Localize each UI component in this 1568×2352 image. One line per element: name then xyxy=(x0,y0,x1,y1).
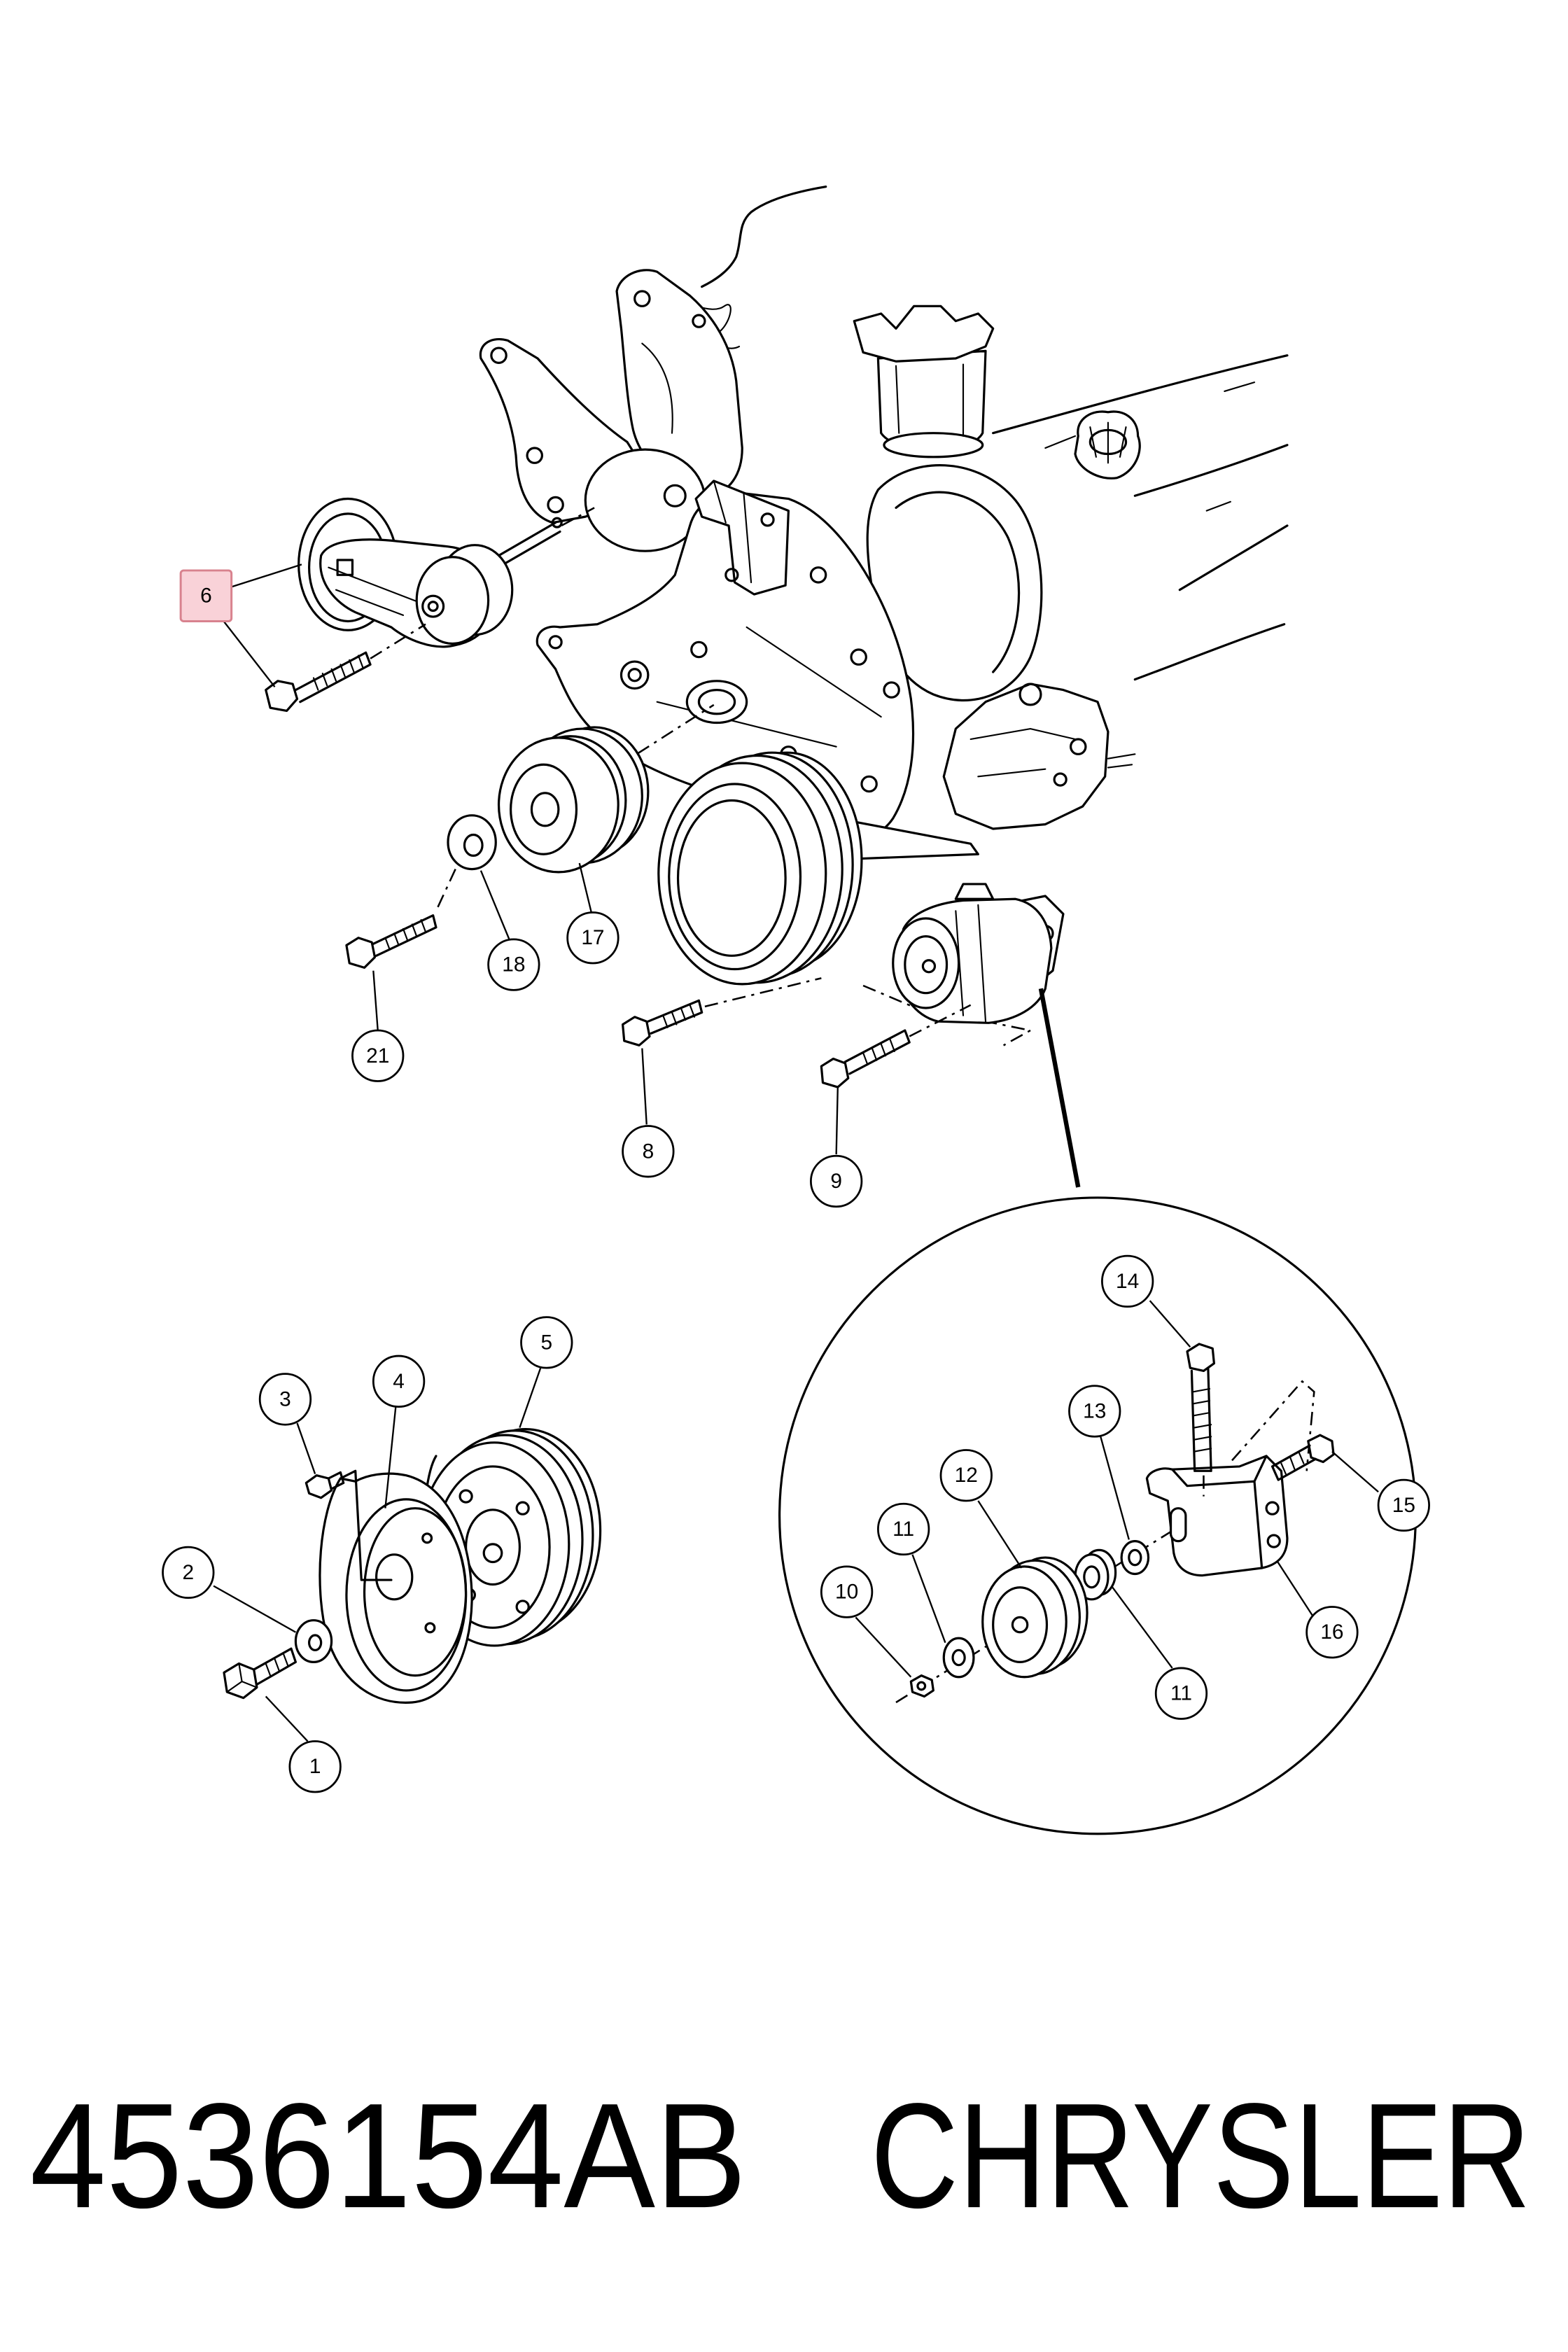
callout-label: 9 xyxy=(830,1170,842,1193)
callout-8[interactable]: 8 xyxy=(622,1125,675,1178)
washer xyxy=(435,814,497,911)
callout-label: 21 xyxy=(366,1044,389,1068)
callout-13[interactable]: 13 xyxy=(1068,1385,1121,1438)
callout-9[interactable]: 9 xyxy=(810,1154,863,1208)
callout-label: 11 xyxy=(1170,1682,1192,1705)
callout-label: 11 xyxy=(892,1518,914,1541)
callout-11-lower[interactable]: 11 xyxy=(1154,1667,1208,1720)
leader-lines xyxy=(213,564,1379,1742)
callout-12[interactable]: 12 xyxy=(939,1449,993,1502)
callout-label: 8 xyxy=(643,1140,654,1163)
bolt-9 xyxy=(820,1004,972,1088)
oil-filler-cap xyxy=(1074,410,1141,479)
callout-21[interactable]: 21 xyxy=(351,1029,405,1082)
callout-label: 10 xyxy=(835,1581,858,1604)
bolt-1 xyxy=(223,1647,297,1700)
callout-6[interactable]: 6 xyxy=(179,569,233,622)
callout-label: 14 xyxy=(1116,1270,1139,1293)
idler-pulley xyxy=(497,704,715,874)
callout-label: 2 xyxy=(182,1561,194,1584)
washer-2 xyxy=(294,1619,333,1663)
callout-18[interactable]: 18 xyxy=(487,938,540,991)
nut-10 xyxy=(909,1674,934,1698)
callout-2[interactable]: 2 xyxy=(162,1546,215,1600)
part-number: 4536154AB xyxy=(30,2073,747,2239)
callout-16[interactable]: 16 xyxy=(1306,1606,1359,1659)
bracket-16 xyxy=(1145,1380,1315,1577)
callout-label: 5 xyxy=(540,1331,552,1354)
accessory-cluster xyxy=(835,682,1136,860)
callout-label: 12 xyxy=(955,1464,978,1487)
bolt-14 xyxy=(1186,1343,1215,1497)
callout-1[interactable]: 1 xyxy=(288,1740,342,1793)
callout-17[interactable]: 17 xyxy=(566,911,620,965)
callout-5[interactable]: 5 xyxy=(520,1316,573,1369)
callout-3[interactable]: 3 xyxy=(258,1373,312,1426)
bolt-15 xyxy=(1271,1434,1335,1481)
washer-13 xyxy=(1120,1540,1150,1576)
bolt-8 xyxy=(622,977,822,1046)
callout-15[interactable]: 15 xyxy=(1377,1478,1430,1532)
callout-label: 15 xyxy=(1392,1494,1415,1517)
detail-view xyxy=(778,1196,1417,1835)
callout-label: 13 xyxy=(1083,1400,1106,1423)
callouts: 6 17 18 21 8 9 14 13 xyxy=(162,569,1430,1793)
callout-label: 17 xyxy=(581,926,604,949)
callout-14[interactable]: 14 xyxy=(1101,1254,1154,1308)
crankshaft-damper xyxy=(657,751,863,986)
footer: 4536154AB CHRYSLER xyxy=(30,2073,1531,2239)
engine-outline xyxy=(678,186,1289,681)
callout-label: 1 xyxy=(309,1755,321,1778)
callout-label: 16 xyxy=(1320,1620,1343,1644)
bolt-3 xyxy=(304,1471,345,1499)
bolt-21 xyxy=(345,914,438,969)
callout-10[interactable]: 10 xyxy=(820,1565,874,1618)
callout-11-upper[interactable]: 11 xyxy=(877,1502,930,1556)
callout-label: 18 xyxy=(502,953,525,976)
callout-label: 4 xyxy=(393,1370,405,1393)
accessory-pump xyxy=(862,883,1081,1188)
pulley-12 xyxy=(981,1556,1088,1679)
brand-name: CHRYSLER xyxy=(871,2073,1531,2239)
callout-4[interactable]: 4 xyxy=(372,1354,426,1408)
callout-label: 6 xyxy=(200,584,212,608)
filter-housing xyxy=(853,304,995,458)
callout-label: 3 xyxy=(279,1387,291,1410)
tensioner-assembly xyxy=(265,497,595,713)
upper-bracket xyxy=(615,269,743,497)
washer-11-lower xyxy=(942,1637,975,1679)
shield-4 xyxy=(318,1469,473,1704)
